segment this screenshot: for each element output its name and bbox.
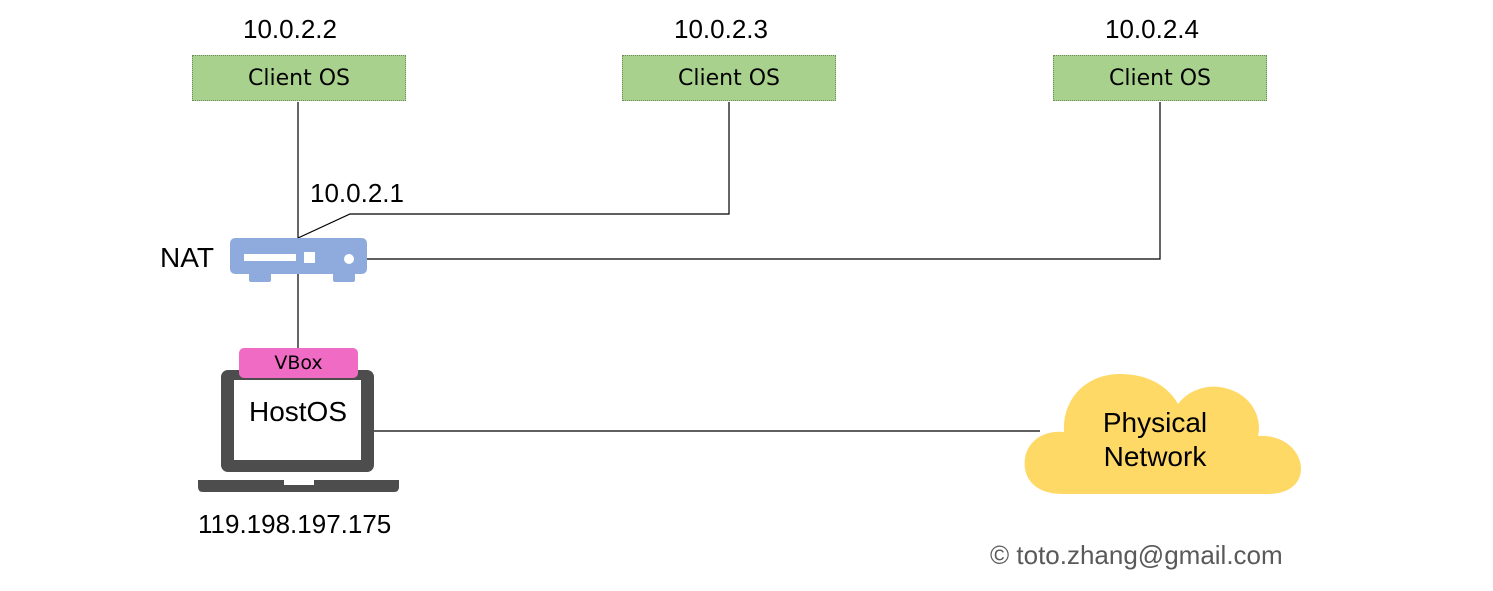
client-ip-1: 10.0.2.2 [243, 14, 337, 44]
nat-label: NAT [160, 242, 214, 273]
host-os-label: HostOS [248, 396, 348, 427]
physical-network-line1: Physical [1102, 407, 1208, 438]
client-ip-3: 10.0.2.4 [1105, 14, 1199, 44]
host-ip: 119.198.197.175 [198, 509, 392, 539]
connection-lines [297, 102, 1161, 432]
client-os-box-2: Client OS [622, 55, 836, 101]
link-nat-client3 [365, 102, 1161, 260]
cloud-icon [1024, 374, 1302, 494]
link-nat-client2 [297, 102, 730, 239]
client-ip-2: 10.0.2.3 [674, 14, 768, 44]
client-os-box-3: Client OS [1053, 55, 1267, 101]
laptop-icon [198, 370, 399, 492]
copyright-text: © toto.zhang@gmail.com [990, 540, 1283, 570]
router-icon [230, 238, 367, 282]
client-os-box-1: Client OS [192, 55, 406, 101]
physical-network-label: Physical Network [1055, 406, 1255, 474]
vbox-badge: VBox [239, 348, 358, 378]
physical-network-line2: Network [1103, 441, 1207, 472]
nat-gateway-ip: 10.0.2.1 [310, 178, 404, 208]
